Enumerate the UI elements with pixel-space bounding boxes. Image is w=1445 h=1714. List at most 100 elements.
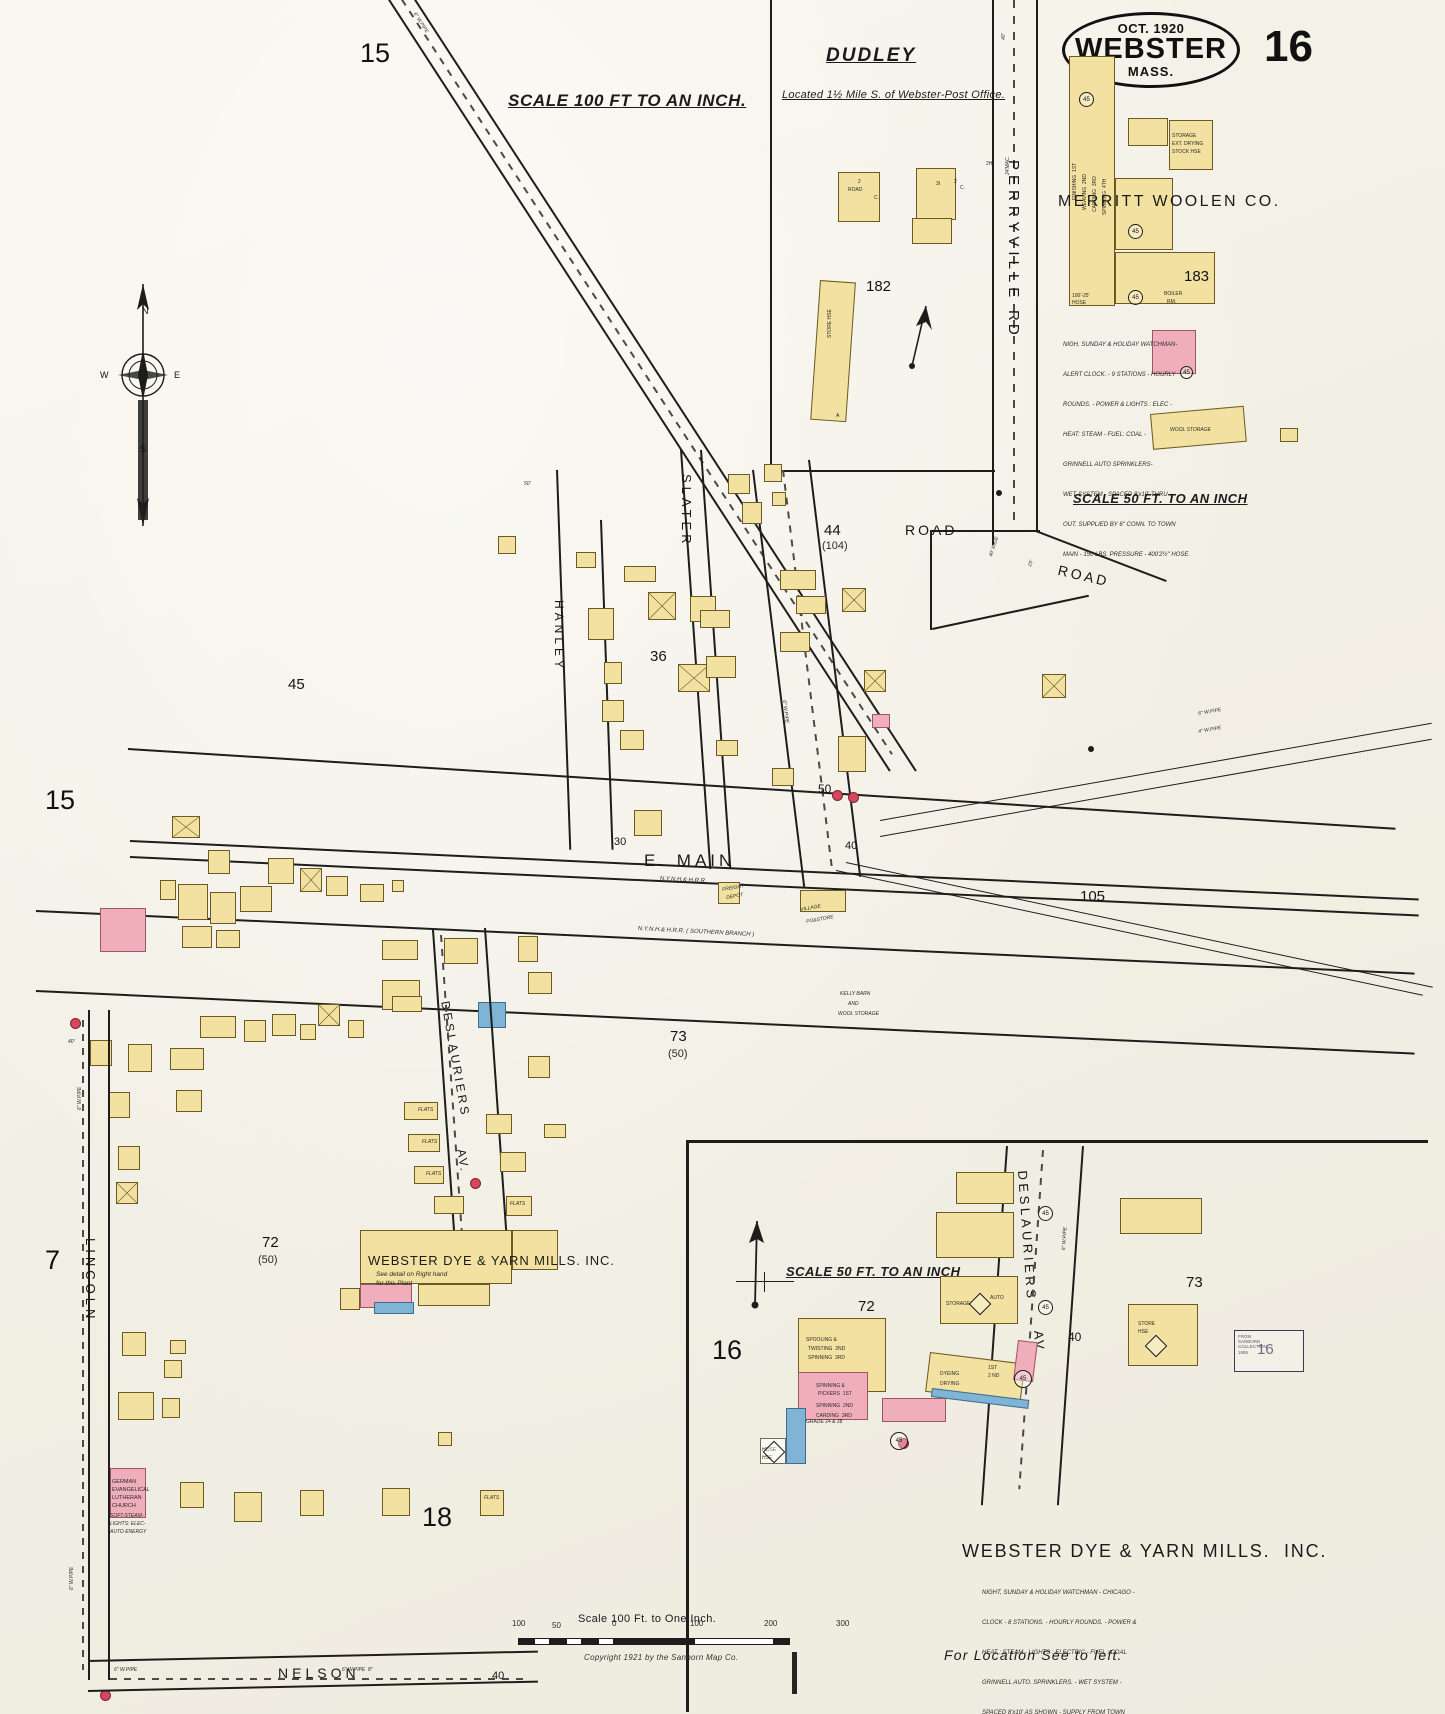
inset-mill-blue-1 [786, 1408, 806, 1464]
dudley-label-road: ROAD [848, 187, 863, 193]
hydrant-1 [832, 790, 843, 801]
scale-tick-100-left: 100 [512, 1619, 526, 1628]
inset-label-spooling: SPOOLING & [806, 1337, 837, 1343]
bldg-des-8 [544, 1124, 566, 1138]
church-sub-label: SOFT-STEAM- LIGHTS: ELEC- AUTO ENERGY [110, 1513, 147, 1535]
merritt-note-line-1: NIGH, SUNDAY & HOLIDAY WATCHMAN- [1063, 342, 1178, 348]
lincoln-pipe-label: 6" W.PIPE [77, 1086, 83, 1110]
bldg-lincoln-28 [118, 1146, 140, 1170]
block-number-183: 183 [1184, 268, 1210, 285]
svg-text:S: S [140, 444, 146, 454]
merritt-note-line-7: OUT. SUPPLIED BY 6" CONN. TO TOWN [1063, 522, 1176, 528]
merritt-small-outbuilding [1280, 428, 1298, 442]
bldg-slater-2 [576, 552, 596, 568]
lincoln-street-east [108, 1010, 110, 1680]
wdy-blue-wing [374, 1302, 414, 1314]
plant-title-webster-dye-main: WEBSTER DYE & YARN MILLS. INC. [368, 1253, 615, 1268]
bldg-lincoln-14 [444, 938, 478, 964]
wdy-note-line-4: GRINNELL AUTO. SPRINKLERS. - WET SYSTEM … [982, 1680, 1122, 1686]
dudley-label-2: 2 [858, 179, 861, 185]
kelly-barn-label-1: KELLY BARN [840, 991, 871, 997]
dudley-label-a: A [836, 413, 840, 419]
page-number: 16 [1264, 22, 1313, 71]
merritt-note-line-5: GRINNELL AUTO SPRINKLERS- [1063, 462, 1153, 468]
merritt-annotation-block: NIGH, SUNDAY & HOLIDAY WATCHMAN- ALERT C… [1063, 320, 1273, 580]
merritt-label-boiler: BOILER [1164, 291, 1183, 297]
street-label-lincoln: LINCOLN [83, 1238, 98, 1323]
dudley-label-2h: 2H [986, 161, 993, 167]
inset-marker-5: 45 [1014, 1370, 1032, 1388]
block-number-105: 105 [1080, 888, 1106, 905]
inset-label-auto: AUTO [990, 1295, 1004, 1301]
block-number-73: 73 [670, 1028, 687, 1045]
scale-tick-100-right: 100 [690, 1619, 704, 1628]
merritt-building-storage [1169, 120, 1213, 170]
road-south-edge-2 [930, 530, 932, 630]
bldg-village-store [800, 890, 846, 912]
bldg-lincoln-19 [244, 1020, 266, 1042]
bldg-des-7 [506, 1196, 532, 1216]
bldg-lincoln-32 [162, 1398, 180, 1418]
wdy-east-wing [512, 1230, 558, 1270]
merritt-marker-1: 45 [1079, 92, 1094, 107]
hydrant-4 [470, 1178, 481, 1189]
road-width-note-2: 24'MAC. [1005, 155, 1011, 175]
nelson-pipe-label: 6" W.PIPE [114, 1667, 138, 1673]
inset-label-hose: HOSE [762, 1447, 777, 1453]
cartouche-date: OCT. 1920 [1117, 21, 1185, 37]
bldg-lincoln-33 [170, 1340, 186, 1354]
svg-text:E: E [174, 370, 180, 380]
merritt-building-small-1 [1128, 118, 1168, 146]
merritt-building-wing [1115, 178, 1173, 250]
road-fork-horizontal [770, 470, 995, 472]
dudley-label-c: C. [874, 195, 879, 201]
inset-bldg-1 [956, 1172, 1014, 1204]
bldg-lincoln-hatched-4 [116, 1182, 138, 1204]
lincoln-width: 40' [68, 1039, 75, 1045]
inset-frame-top [686, 1140, 1428, 1143]
des-label-flats-4: FLATS [510, 1201, 526, 1207]
dudley-label-3i: 3I [936, 181, 941, 187]
bldg-lincoln-11 [392, 880, 404, 892]
block-number-36: 36 [650, 648, 667, 665]
church-label: GERMAN EVANGELICAL LUTHERAN CHURCH [112, 1479, 150, 1509]
bldg-lincoln-hatched-2 [300, 868, 322, 892]
bldg-slater-9 [700, 610, 730, 628]
north-arrow-inset [749, 1220, 764, 1309]
inset-mill-pink-2 [882, 1398, 946, 1422]
bldg-nelson-5 [480, 1490, 504, 1516]
block-number-72-inset: 72 [858, 1298, 875, 1315]
dudley-label-store-house: STORE HSE [827, 309, 833, 338]
see-location-note: For Location See to left. [944, 1647, 1123, 1663]
scale-bar [518, 1636, 790, 1647]
inset-label-spinning-pickers: SPINNING & [816, 1383, 845, 1389]
scale-note-top-inset: SCALE 50 FT. TO AN INCH [1073, 491, 1248, 506]
marker-dot-2 [1088, 746, 1094, 752]
archive-stamp: FROM SANBORN COLLECTION 1955 16 [1234, 1330, 1304, 1372]
bldg-nelson-3 [300, 1490, 324, 1516]
nelson-pipe-label-2: 6" W.PIPE 8" [342, 1667, 373, 1673]
marker-dot-1 [996, 490, 1002, 496]
bldg-slater-5 [604, 662, 622, 684]
inset-label-hse: HSE [1138, 1329, 1149, 1335]
bldg-lincoln-25 [90, 1040, 112, 1066]
road-south-edge-1 [930, 530, 1040, 532]
block-number-72: 72 [262, 1234, 279, 1251]
cartouche-state: MASS. [1127, 63, 1175, 79]
bldg-des-4 [434, 1196, 464, 1214]
inset-label-spinning-2nd: SPINNING 2ND [816, 1403, 853, 1409]
bldg-lincoln-30 [118, 1392, 154, 1420]
bldg-lincoln-9 [182, 926, 212, 948]
page-edge-mark [792, 1652, 797, 1694]
bldg-lincoln-31 [164, 1360, 182, 1378]
scale-bar-caption: Scale 100 Ft. to One Inch. [578, 1613, 717, 1625]
bldg-lincoln-6 [268, 858, 294, 884]
bldg-slater-10 [706, 656, 736, 678]
svg-text:W: W [100, 370, 109, 380]
sheet-index-15-top: 15 [360, 38, 391, 68]
bldg-nelson-6 [438, 1432, 452, 1446]
bldg-slater-4 [588, 608, 614, 640]
bldg-slater-11 [716, 740, 738, 756]
bldg-lincoln-20 [272, 1014, 296, 1036]
bldg-slater-hatched-5 [1042, 674, 1066, 698]
